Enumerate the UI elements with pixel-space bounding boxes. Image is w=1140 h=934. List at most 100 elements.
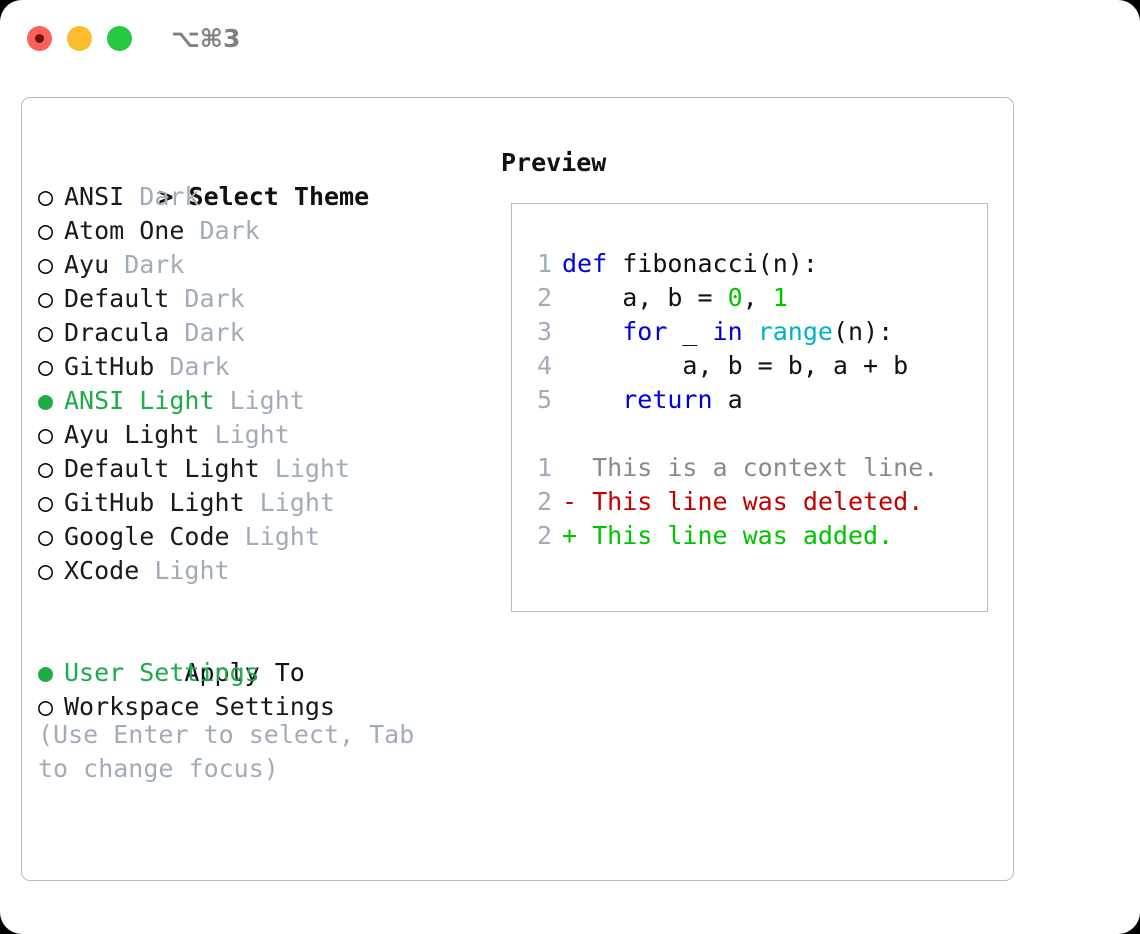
radio-unselected-icon: ○ <box>38 284 54 313</box>
code-token-plain <box>743 317 758 346</box>
theme-variant-label: Dark <box>169 318 245 347</box>
code-token-plain: fibonacci(n): <box>622 249 818 278</box>
code-line-number: 1 <box>536 249 552 278</box>
theme-list-item[interactable]: ○Default Light Light <box>38 452 478 486</box>
theme-list-item[interactable]: ○Google Code Light <box>38 520 478 554</box>
theme-list-item[interactable]: ○ Ayu Light Light <box>38 418 478 452</box>
theme-variant-label: Light <box>199 420 290 449</box>
apply-to-heading: Apply To <box>38 622 478 687</box>
theme-variant-label: Dark <box>184 216 260 245</box>
diff-line: 2 + This line was added. <box>524 519 984 553</box>
theme-variant-label: Dark <box>109 250 185 279</box>
apply-to-heading-text: Apply To <box>184 658 305 687</box>
diff-line-number: 1 <box>536 453 552 482</box>
theme-name: GitHub <box>64 352 155 381</box>
radio-selected-icon: ● <box>38 386 54 415</box>
theme-list: ○ ANSI Dark ○ Atom One Dark ○ Ayu Dark ○ Defaul… <box>38 180 478 588</box>
theme-name: ANSI <box>64 182 125 211</box>
theme-list-item[interactable]: ○ ANSI Dark <box>38 180 478 214</box>
theme-name: Ayu <box>64 250 110 279</box>
theme-list-item[interactable]: ● ANSI Light Light <box>38 384 478 418</box>
theme-name: XCode <box>64 556 140 585</box>
theme-name: Default <box>64 284 170 313</box>
code-diff-gap <box>524 417 984 451</box>
theme-name: GitHub Light <box>64 488 245 517</box>
list-spacer <box>38 588 478 622</box>
code-line: 4 a, b = b, a + b <box>524 349 984 383</box>
code-token-num: 1 <box>772 283 788 312</box>
theme-list-item[interactable]: ○ Ayu Dark <box>38 248 478 282</box>
theme-list-item[interactable]: ○ Dracula Dark <box>38 316 478 350</box>
minimize-window-button[interactable] <box>67 26 92 51</box>
diff-text: This line was deleted. <box>577 487 924 516</box>
theme-name: Default Light <box>64 454 260 483</box>
radio-unselected-icon: ○ <box>38 182 54 211</box>
radio-unselected-icon: ○ <box>38 556 54 585</box>
apply-to-list: ● User Settings ○Workspace Settings <box>38 656 478 724</box>
theme-variant-label: Light <box>214 386 305 415</box>
diff-sign: + <box>562 521 578 550</box>
code-token-plain <box>562 385 622 414</box>
theme-variant-label: Dark <box>169 284 245 313</box>
apply-to-item[interactable]: ● User Settings <box>38 656 478 690</box>
main-panel: > Select Theme ○ANSI Dark○Atom One Dark○… <box>21 97 1014 881</box>
code-line-number: 4 <box>536 351 552 380</box>
theme-variant-label: Dark <box>154 352 230 381</box>
recording-indicator-icon <box>35 34 44 43</box>
radio-unselected-icon: ○ <box>38 454 54 483</box>
apply-to-label: User Settings <box>64 658 260 687</box>
theme-variant-label: Light <box>244 488 335 517</box>
theme-name: ANSI Light <box>64 386 215 415</box>
diff-text: This line was added. <box>577 521 894 550</box>
theme-name: Atom One <box>64 216 185 245</box>
theme-variant-label: Light <box>139 556 230 585</box>
radio-unselected-icon: ○ <box>38 318 54 347</box>
diff-sign <box>562 453 577 482</box>
theme-name: Ayu Light <box>64 420 200 449</box>
radio-unselected-icon: ○ <box>38 216 54 245</box>
code-token-num: 0 <box>727 283 743 312</box>
theme-list-item[interactable]: ○ GitHub Light Light <box>38 486 478 520</box>
title-bar: ⌥⌘3 <box>0 0 1140 78</box>
keyboard-hint: (Use Enter to select, Tab to change focu… <box>38 720 415 783</box>
radio-unselected-icon: ○ <box>38 488 54 517</box>
apply-to-item[interactable]: ○Workspace Settings <box>38 690 478 724</box>
theme-list-item[interactable]: ○ GitHub Dark <box>38 350 478 384</box>
code-token-plain: a, b = b, a + b <box>562 351 909 380</box>
code-token-kw: for <box>622 317 668 346</box>
keyboard-shortcut-label: ⌥⌘3 <box>171 24 241 53</box>
diff-line: 2- This line was deleted. <box>524 485 984 519</box>
diff-sign: - <box>562 487 578 516</box>
apply-to-label: Workspace Settings <box>64 692 335 721</box>
theme-list-item[interactable]: ○ Default Dark <box>38 282 478 316</box>
code-token-kw: in <box>712 317 743 346</box>
radio-unselected-icon: ○ <box>38 420 54 449</box>
diff-line-number: 2 <box>536 521 552 550</box>
preview-title: Preview <box>501 148 607 177</box>
code-line: 1 def fibonacci(n): <box>524 247 984 281</box>
code-token-kw: return <box>622 385 713 414</box>
maximize-window-button[interactable] <box>107 26 132 51</box>
code-token-plain: a <box>712 385 743 414</box>
theme-list-item[interactable]: ○ Atom One Dark <box>38 214 478 248</box>
radio-selected-icon: ● <box>38 658 54 687</box>
diff-text: This is a context line. <box>577 453 939 482</box>
radio-unselected-icon: ○ <box>38 250 54 279</box>
code-line-number: 2 <box>536 283 552 312</box>
code-token-plain <box>562 317 622 346</box>
theme-variant-label: Dark <box>124 182 200 211</box>
theme-list-item[interactable]: ○ XCode Light <box>38 554 478 588</box>
theme-variant-label: Light <box>229 522 320 551</box>
code-token-kw: def <box>562 249 623 278</box>
theme-picker-heading: > Select Theme <box>38 146 478 211</box>
code-line: 3 for _ in range(n): <box>524 315 984 349</box>
theme-name: Dracula <box>64 318 170 347</box>
code-token-plain: , <box>742 283 773 312</box>
radio-unselected-icon: ○ <box>38 352 54 381</box>
diff-line: 1 This is a context line. <box>524 451 984 485</box>
code-token-builtin: range <box>757 317 833 346</box>
